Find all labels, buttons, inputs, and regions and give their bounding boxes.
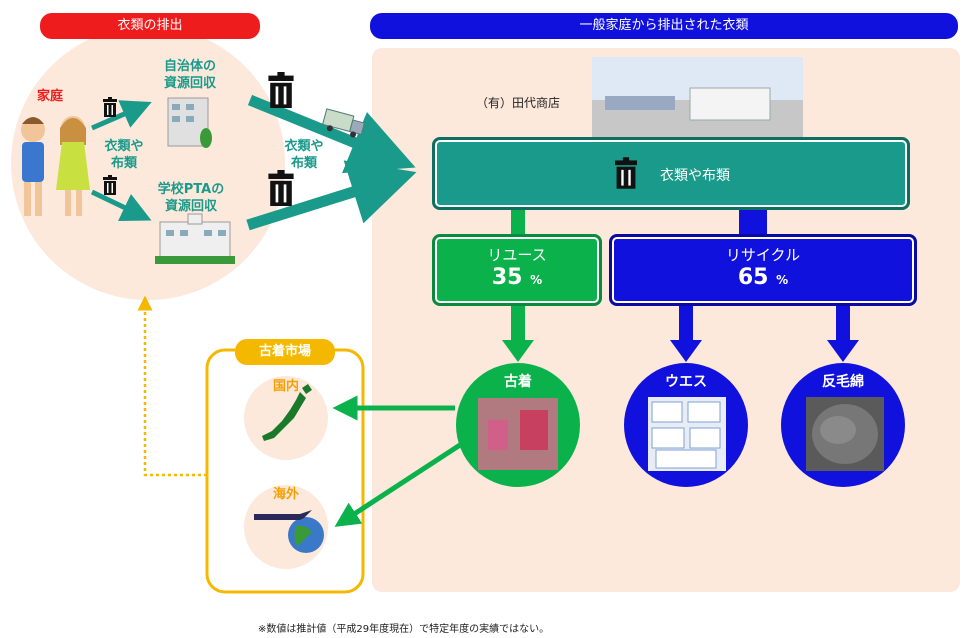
- trash-bin-icon: [268, 72, 294, 108]
- recycle-value: 65: [737, 265, 769, 290]
- waste-cloth-label: ウエス: [665, 374, 707, 390]
- clothes-label-small-line2: 布類: [110, 156, 137, 171]
- clothes-label-small-line1: 衣類や: [104, 139, 144, 154]
- company-name: （有）田代商店: [476, 96, 561, 110]
- market-title: 古着市場: [235, 339, 335, 365]
- recycle-label: リサイクル: [725, 246, 801, 264]
- school-label: 学校PTAの 資源回収: [146, 181, 236, 215]
- school-building-icon: [155, 213, 235, 264]
- reuse-value: 35: [491, 265, 523, 290]
- clothes-label-large-line1: 衣類や: [284, 139, 324, 154]
- school-label-line2: 資源回収: [164, 199, 217, 214]
- clothes-box: 衣類や布類: [432, 137, 910, 210]
- clothes-label-large: 衣類や 布類: [276, 138, 332, 172]
- clothes-label-large-line2: 布類: [290, 156, 317, 171]
- overseas-label: 海外: [272, 487, 299, 502]
- school-label-line1: 学校PTAの: [157, 182, 225, 197]
- municipal-label-line1: 自治体の: [163, 59, 216, 74]
- reuse-box: リユース 35 %: [432, 234, 602, 306]
- trash-bin-icon: [615, 157, 637, 189]
- right-panel-title: 一般家庭から排出された衣類: [370, 13, 958, 39]
- footnote: ※数値は推計値（平成29年度現在）で特定年度の実績ではない。: [258, 624, 550, 635]
- japan-map-icon: [262, 392, 306, 441]
- recycle-percent: %: [776, 273, 789, 287]
- reuse-percent: %: [530, 273, 543, 287]
- left-panel-title: 衣類の排出: [40, 13, 260, 39]
- trash-bin-icon: [268, 170, 294, 206]
- trash-bin-icon: [103, 175, 117, 195]
- reclaimed-wool-label: 反毛綿: [822, 374, 864, 390]
- municipal-label: 自治体の 資源回収: [150, 58, 230, 92]
- municipal-building-icon: [167, 97, 212, 148]
- recycle-box: リサイクル 65 %: [609, 234, 917, 306]
- household-label: 家庭: [36, 89, 63, 104]
- recycle-value-row: 65 %: [609, 265, 917, 290]
- reuse-value-row: 35 %: [432, 265, 602, 290]
- reuse-label: リユース: [487, 246, 547, 264]
- truck-icon: [322, 108, 366, 138]
- household-family-icon: [21, 116, 90, 216]
- plane-icon: [254, 510, 312, 520]
- clothes-label-small: 衣類や 布類: [96, 138, 152, 172]
- clothes-box-label: 衣類や布類: [660, 168, 730, 184]
- domestic-label: 国内: [272, 379, 299, 394]
- municipal-label-line2: 資源回収: [163, 76, 216, 91]
- used-clothes-label: 古着: [504, 374, 532, 390]
- trash-bin-icon: [103, 97, 117, 117]
